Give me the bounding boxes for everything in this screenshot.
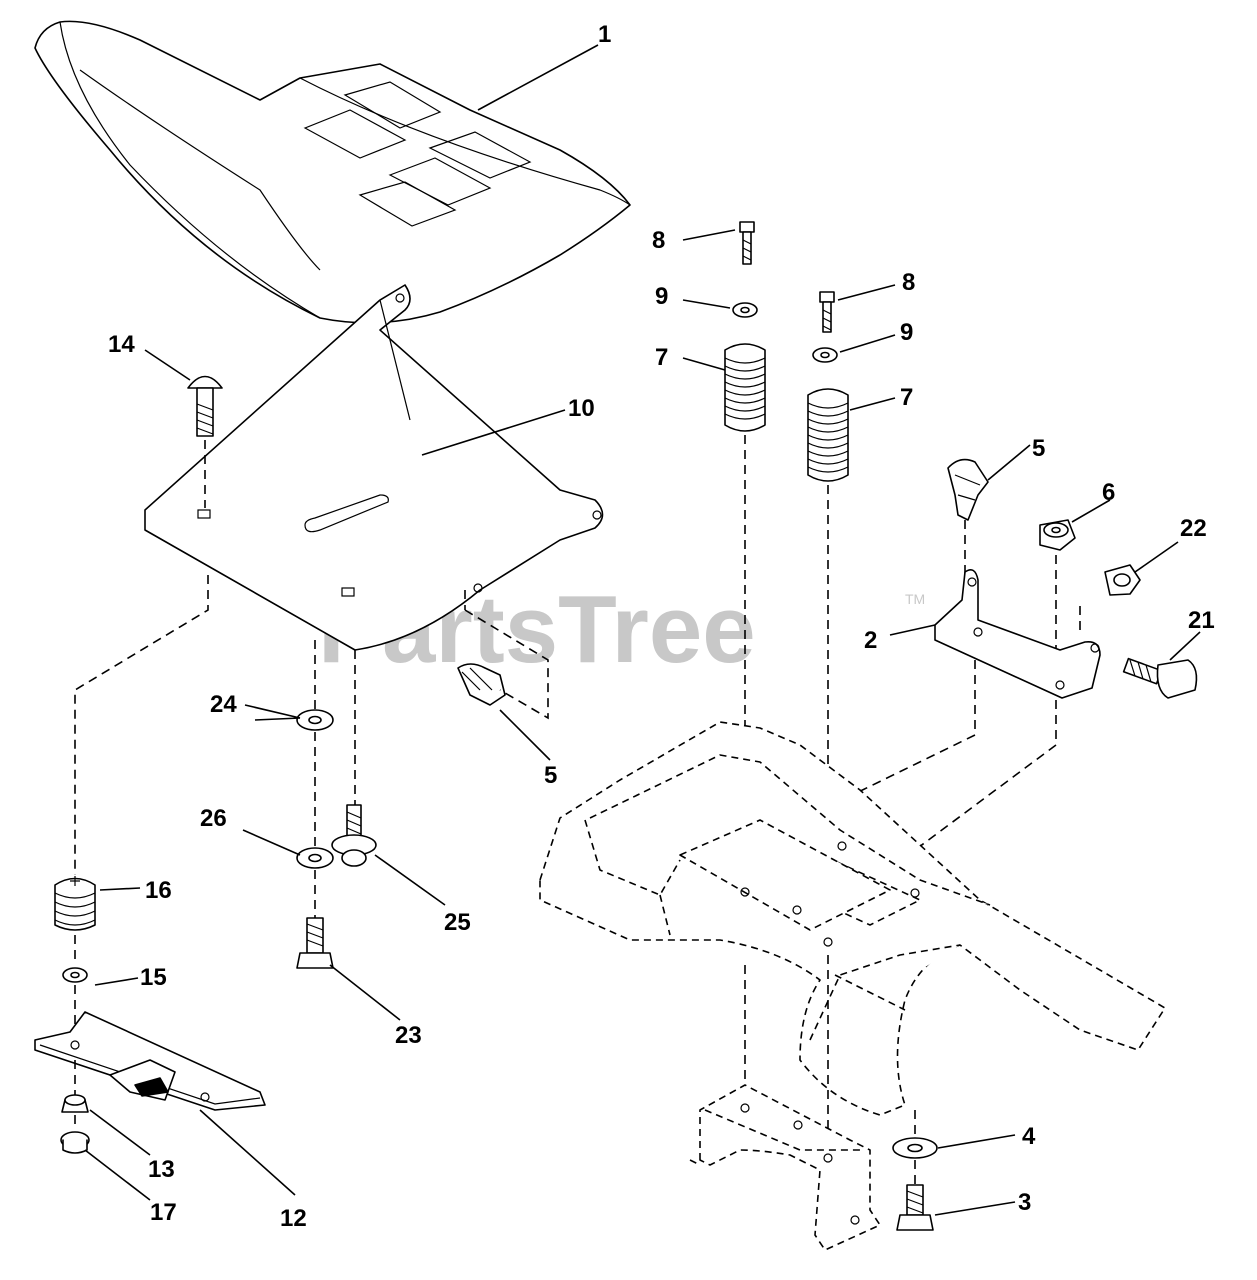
part-5-clip-right[interactable] [947, 458, 989, 521]
callout-9-right: 9 [900, 319, 913, 346]
part-14-carriage-bolt[interactable] [187, 375, 223, 437]
part-9-washer-left[interactable] [732, 302, 758, 318]
callout-6: 6 [1102, 479, 1115, 506]
part-22-nut[interactable] [1104, 564, 1141, 596]
callout-23: 23 [395, 1022, 422, 1049]
part-1-seat[interactable] [34, 20, 631, 324]
callout-2: 2 [864, 627, 877, 654]
callout-21: 21 [1188, 607, 1215, 634]
callout-13: 13 [148, 1156, 175, 1183]
callout-7-left: 7 [655, 344, 668, 371]
callout-25: 25 [444, 909, 471, 936]
callout-12: 12 [280, 1205, 307, 1232]
callout-3: 3 [1018, 1189, 1031, 1216]
callout-5-right: 5 [1032, 435, 1045, 462]
callout-26: 26 [200, 805, 227, 832]
part-12-bracket[interactable] [34, 1011, 266, 1111]
callout-9-left: 9 [655, 283, 668, 310]
part-13-nut[interactable] [61, 1094, 89, 1113]
part-23-bolt[interactable] [296, 917, 334, 969]
part-9-washer-right[interactable] [812, 347, 838, 363]
part-15-washer[interactable] [62, 967, 88, 983]
part-8-bolt-left[interactable] [739, 221, 755, 265]
callout-5-left: 5 [544, 762, 557, 789]
part-7-spring-left[interactable] [724, 343, 766, 432]
part-3-bolt[interactable] [896, 1184, 934, 1231]
callout-7-right: 7 [900, 384, 913, 411]
part-26-washer[interactable] [296, 847, 334, 869]
callout-22: 22 [1180, 515, 1207, 542]
callout-14: 14 [108, 331, 135, 358]
support-bracket-phantom [689, 955, 881, 1251]
part-4-washer[interactable] [892, 1137, 938, 1159]
part-6-lock-nut[interactable] [1039, 519, 1076, 551]
part-24-washer[interactable] [296, 709, 334, 731]
part-25-shoulder-bolt[interactable] [331, 804, 377, 867]
watermark-trademark: TM [905, 591, 925, 607]
part-5-clip-left[interactable] [457, 609, 549, 720]
part-7-spring-right[interactable] [807, 388, 849, 482]
callout-8-left: 8 [652, 227, 665, 254]
callout-8-right: 8 [902, 269, 915, 296]
callout-15: 15 [140, 964, 167, 991]
callout-10: 10 [568, 395, 595, 422]
part-21-shoulder-bolt[interactable] [1122, 657, 1198, 699]
part-2-bracket[interactable] [934, 569, 1101, 699]
callout-4: 4 [1022, 1123, 1036, 1150]
callout-17: 17 [150, 1199, 177, 1226]
part-17-flange-nut[interactable] [60, 1131, 90, 1154]
callout-24: 24 [210, 691, 237, 718]
callout-1: 1 [598, 21, 611, 48]
part-16-spring[interactable] [54, 876, 96, 931]
callout-16: 16 [145, 877, 172, 904]
frame-phantom [539, 721, 1166, 1116]
part-10-seat-pan[interactable] [144, 284, 604, 651]
part-8-bolt-right[interactable] [819, 291, 835, 333]
